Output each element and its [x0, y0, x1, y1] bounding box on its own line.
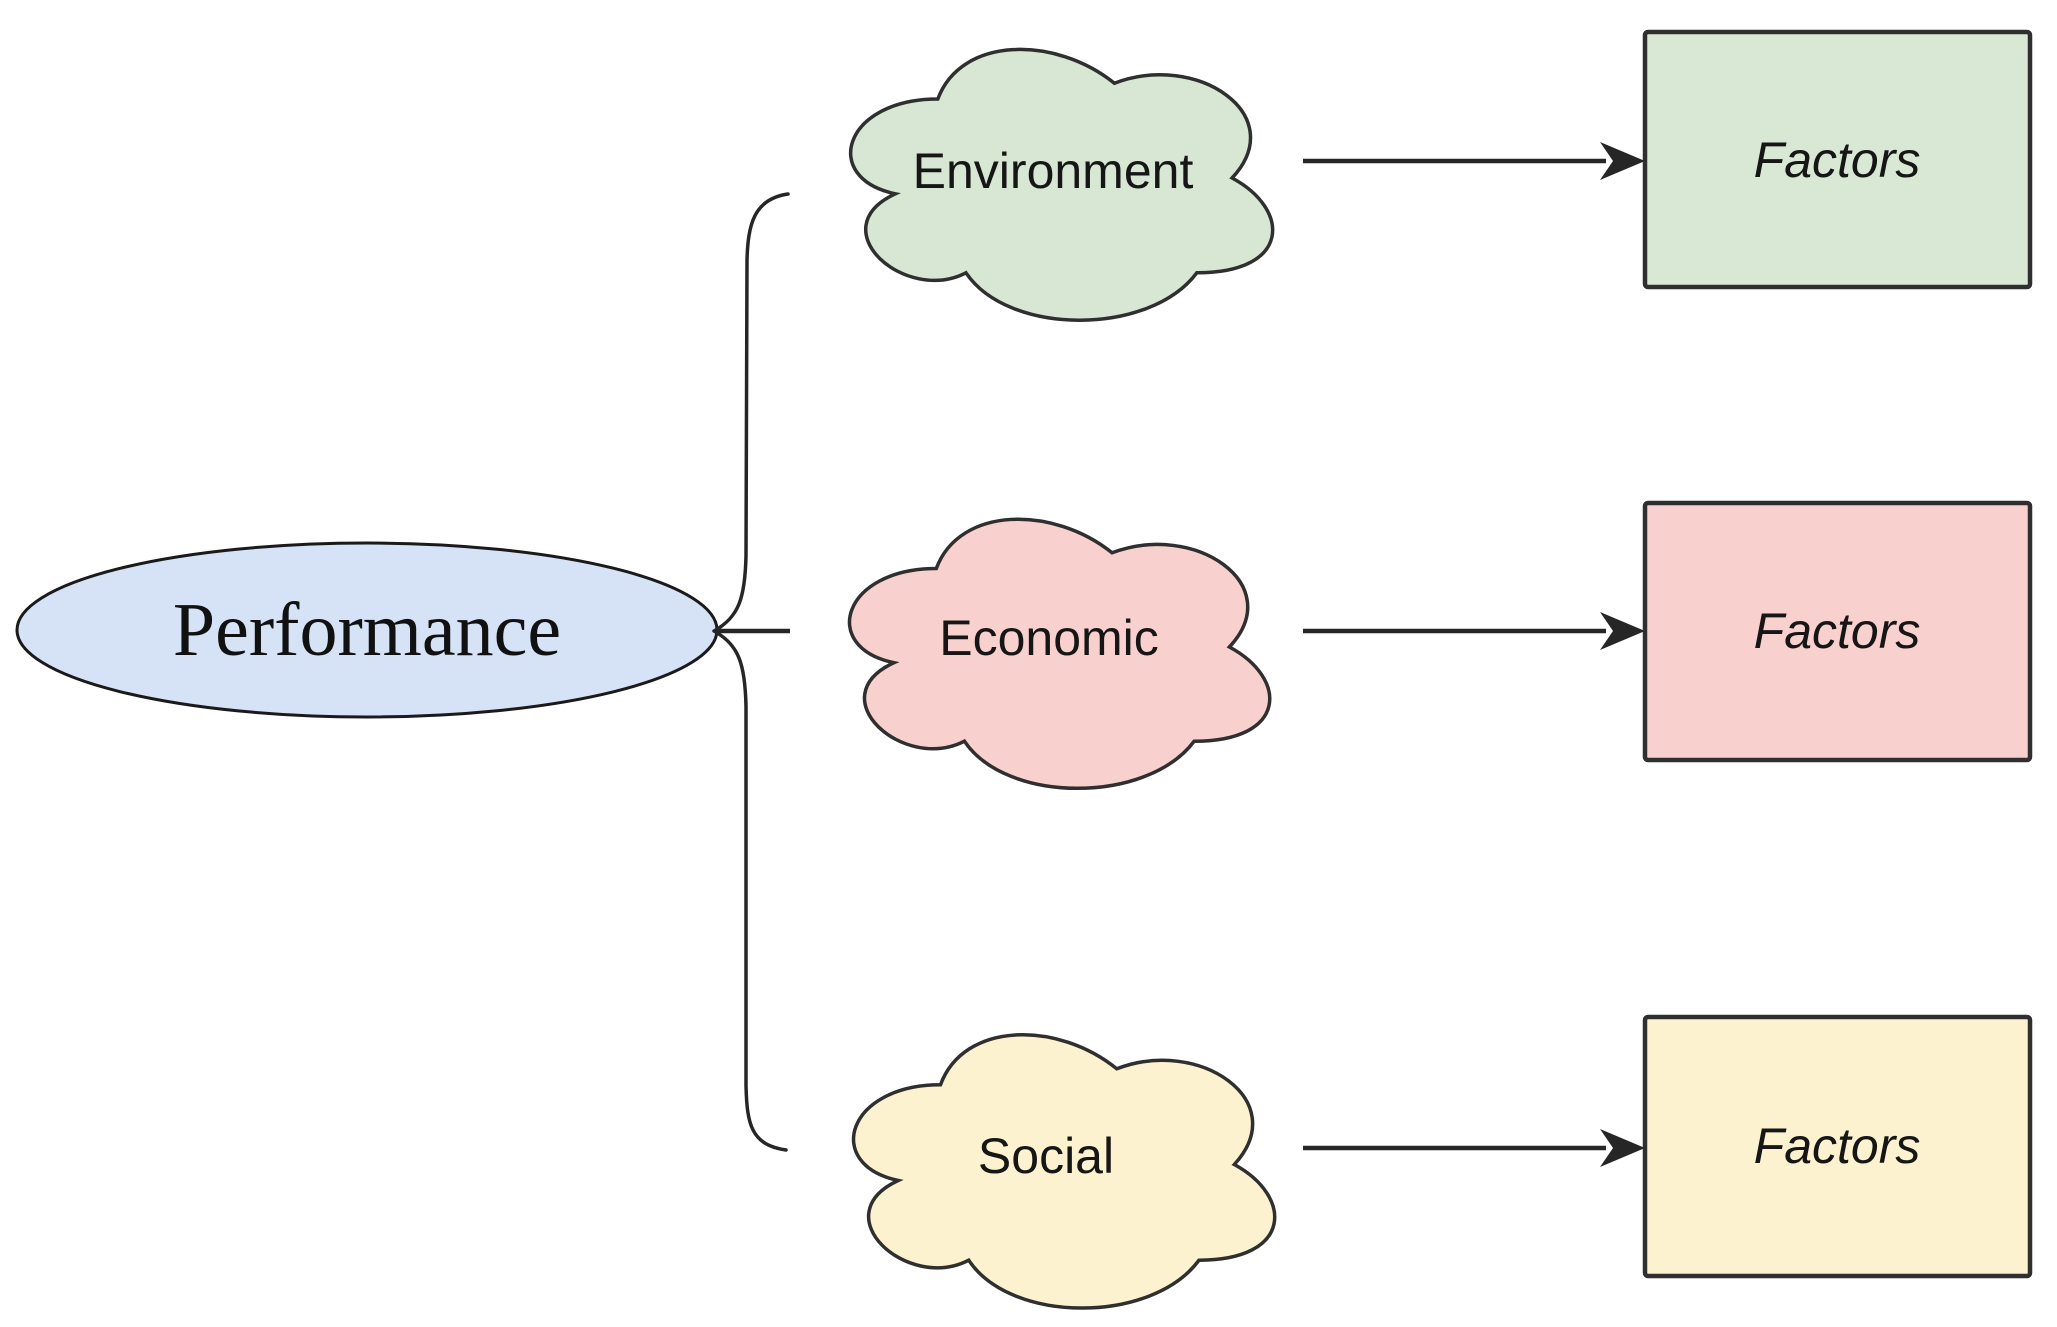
economic-cloud [847, 517, 1272, 791]
environment-factors-label: Factors [1753, 132, 1921, 188]
economic-factors-label: Factors [1753, 603, 1921, 659]
social-label: Social [977, 1128, 1115, 1184]
economic-factors-box [1642, 500, 2033, 763]
economic-label: Economic [939, 610, 1159, 666]
environment-cloud [849, 47, 1275, 322]
brace-connector [712, 192, 790, 1152]
social-cloud [852, 1033, 1277, 1310]
environment-factors-box [1642, 29, 2033, 290]
social-factors-box [1642, 1014, 2033, 1279]
performance-label: Performance [172, 588, 562, 672]
environment-arrowhead [1600, 142, 1645, 180]
economic-arrowhead [1600, 612, 1645, 650]
environment-label: Environment [912, 143, 1194, 199]
social-arrowhead [1600, 1129, 1645, 1167]
social-factors-label: Factors [1753, 1118, 1921, 1174]
